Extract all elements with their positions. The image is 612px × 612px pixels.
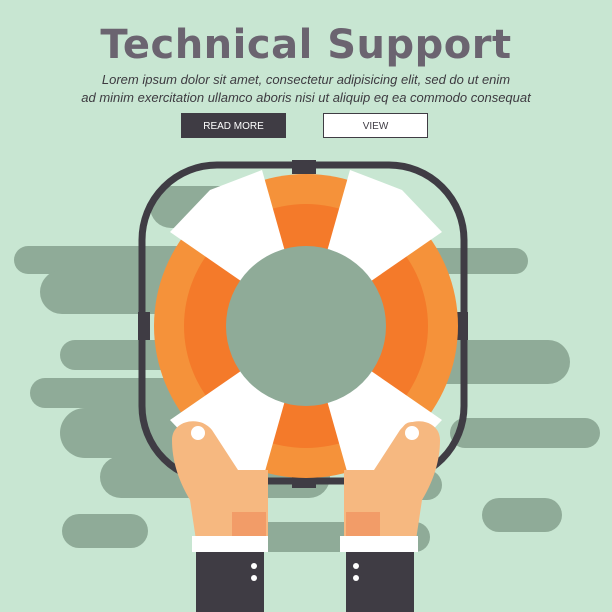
subtitle-line-2: ad minim exercitation ullamco aboris nis… [81,90,531,105]
read-more-button[interactable]: READ MORE [181,113,286,138]
subtitle-line-1: Lorem ipsum dolor sit amet, consectetur … [101,72,511,87]
hand-icon [340,421,440,612]
page-title: Technical Support [100,22,512,68]
hand-icon [172,421,268,612]
lifebuoy-icon [138,160,468,488]
view-button[interactable]: VIEW [323,113,428,138]
